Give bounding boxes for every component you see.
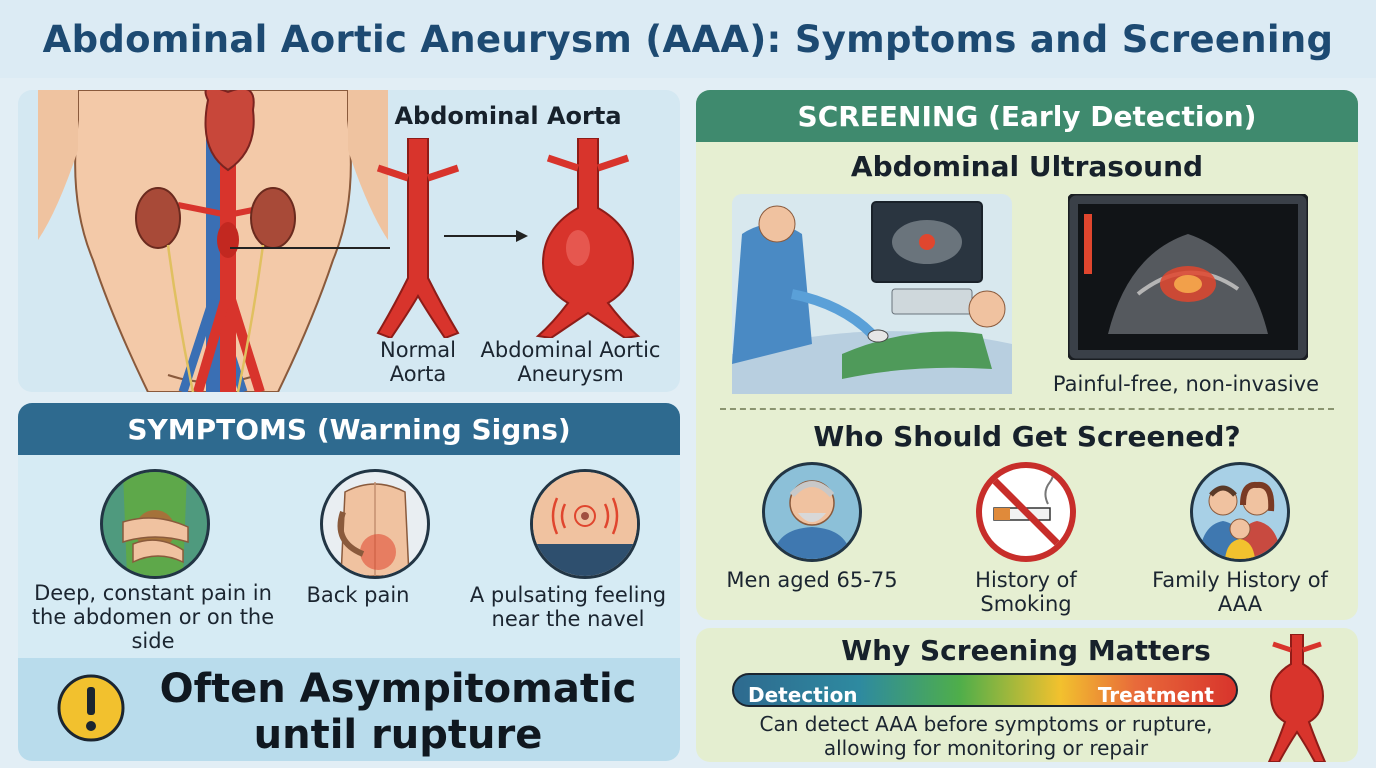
abdominal-pain-icon bbox=[122, 472, 189, 576]
pointer-line bbox=[230, 247, 390, 249]
normal-aorta-label: Normal Aorta bbox=[380, 338, 456, 386]
group-icon bbox=[762, 462, 862, 562]
group-label: History of Smoking bbox=[975, 568, 1077, 616]
torso-illustration bbox=[38, 90, 388, 392]
older-man-icon bbox=[773, 480, 851, 559]
symptom-label: Deep, constant pain in the abdomen or on… bbox=[31, 581, 275, 653]
group-label: Family History of AAA bbox=[1152, 568, 1328, 616]
warning-strip: Often Asympitomatic until rupture bbox=[18, 658, 680, 761]
no-smoking-icon bbox=[987, 468, 1065, 551]
pulsating-navel-icon bbox=[533, 472, 637, 576]
why-caption: Can detect AAA before symptoms or ruptur… bbox=[759, 712, 1213, 760]
ultrasound-heading: Abdominal Ultrasound bbox=[850, 150, 1204, 183]
symptoms-panel: SYMPTOMS (Warning Signs) Deep, constant … bbox=[18, 403, 680, 761]
progress-bar: Detection Treatment bbox=[732, 673, 1238, 707]
back-pain-icon bbox=[337, 482, 410, 576]
exclamation-icon bbox=[57, 674, 125, 742]
symptom-icon bbox=[100, 469, 210, 579]
aneurysm-label: Abdominal Aortic Aneurysm bbox=[480, 338, 661, 386]
who-heading: Who Should Get Screened? bbox=[813, 420, 1241, 453]
kidney-left-icon bbox=[135, 187, 181, 249]
section-divider bbox=[720, 408, 1334, 410]
title-bar: Abdominal Aortic Aneurysm (AAA): Symptom… bbox=[0, 0, 1376, 78]
symptom-icon bbox=[320, 469, 430, 579]
symptom-icon bbox=[530, 469, 640, 579]
page-title: Abdominal Aortic Aneurysm (AAA): Symptom… bbox=[42, 17, 1334, 61]
heart-icon bbox=[204, 90, 255, 172]
symptoms-header: SYMPTOMS (Warning Signs) bbox=[18, 403, 680, 455]
symptom-label: Back pain bbox=[306, 583, 410, 607]
bar-end-label: Treatment bbox=[1097, 683, 1214, 707]
symptom-label: A pulsating feeling near the navel bbox=[469, 583, 667, 631]
normal-aorta-icon bbox=[376, 138, 460, 338]
aneurysm-small-icon bbox=[1267, 634, 1327, 762]
ultrasound-monitor-icon bbox=[1068, 194, 1308, 360]
family-icon bbox=[1199, 481, 1281, 559]
why-heading: Why Screening Matters bbox=[841, 634, 1211, 667]
kidney-right-icon bbox=[250, 187, 296, 249]
anatomy-heading: Abdominal Aorta bbox=[394, 102, 622, 130]
screening-panel: SCREENING (Early Detection) Abdominal Ul… bbox=[696, 90, 1358, 620]
bar-start-label: Detection bbox=[748, 683, 858, 707]
screening-header: SCREENING (Early Detection) bbox=[696, 90, 1358, 142]
group-icon bbox=[976, 462, 1076, 562]
group-label: Men aged 65-75 bbox=[726, 568, 898, 592]
aneurysm-icon bbox=[535, 138, 641, 338]
anatomy-panel: Abdominal Aorta Normal Aorta Abdominal A… bbox=[18, 90, 680, 392]
ultrasound-exam-illustration bbox=[732, 194, 1012, 394]
why-panel: Why Screening Matters Detection Treatmen… bbox=[696, 628, 1358, 762]
group-icon bbox=[1190, 462, 1290, 562]
arrow-icon bbox=[444, 230, 528, 242]
warning-text: Often Asympitomatic until rupture bbox=[159, 666, 637, 758]
ultrasound-caption: Painful-free, non-invasive bbox=[1052, 372, 1320, 396]
